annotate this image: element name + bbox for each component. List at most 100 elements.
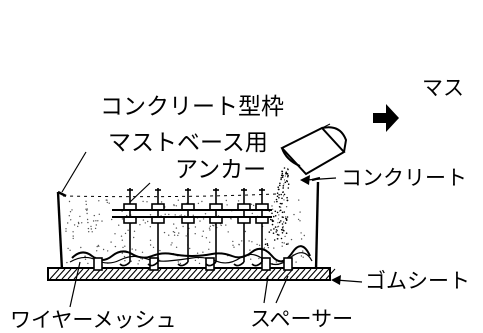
concrete-speck [170,244,172,246]
concrete-speck [87,262,89,265]
stream-edge [277,167,289,241]
concrete-speck [281,241,283,244]
concrete-speck [90,225,92,228]
leader-arrowheads [300,175,341,285]
concrete-drop [287,168,289,171]
concrete-drop [287,175,289,178]
concrete-speck [80,246,82,249]
hatch-line [157,268,168,280]
concrete-speck [226,204,228,206]
concrete-speck [92,220,95,222]
concrete-speck [300,232,302,234]
concrete-speck [107,250,109,252]
concrete-speck [98,213,101,215]
concrete-speck [237,200,240,202]
concrete-speck [90,228,93,230]
concrete-speck [142,200,144,203]
concrete-speck [208,227,211,229]
concrete-drop [280,178,282,181]
concrete-speck [85,203,88,206]
concrete-speck [238,243,240,246]
concrete-speck [66,261,68,264]
concrete-drop [278,234,280,236]
concrete-speck [227,231,229,233]
concrete-drop [274,226,277,228]
spacer-label: スペーサー [250,307,354,331]
hatch-line [235,268,246,280]
concrete-speck [220,224,222,227]
concrete-speck [192,214,194,216]
concrete-speck [85,208,87,210]
concrete-drop [280,228,283,231]
concrete-drop [283,211,286,213]
concrete-speck [299,220,301,222]
concrete-drop [282,216,284,219]
concrete-speck [258,244,261,246]
concrete-drop [281,227,284,229]
concrete-speck [173,204,175,207]
concrete-drop [276,192,279,194]
concrete-speck [209,225,212,227]
concrete-speck [248,240,250,242]
concrete-drop [286,173,289,175]
concrete-speck [101,220,103,222]
concrete-speck [180,214,182,216]
concrete-speck [252,204,255,207]
concrete-speck [178,232,180,234]
concrete-drop [271,219,274,221]
concrete-speck [244,230,247,233]
concrete-speck [142,219,145,221]
hatch-line [55,268,66,280]
concrete-speck [225,199,227,202]
concrete-speck [98,200,100,202]
concrete-speck [68,215,71,217]
concrete-speck [179,262,182,265]
concrete-speck [164,213,166,215]
hatch-line [193,268,204,280]
concrete-speck [65,230,67,232]
concrete-speck [77,221,80,224]
concrete-speck [198,262,201,265]
concrete-speck [293,213,295,216]
concrete-speck [277,225,280,228]
concrete-speck [172,231,175,233]
concrete-speck [118,224,120,226]
concrete-speck [197,202,200,205]
concrete-speck [284,216,287,218]
concrete-speck [177,261,179,263]
concrete-speck [194,259,197,262]
concrete-drop [278,221,281,224]
concrete-speck [233,246,235,248]
concrete-speck [251,212,253,215]
hatch-line [67,268,78,280]
concrete-drop [266,243,269,245]
concrete-speck [106,201,109,204]
concrete-speck [70,219,72,221]
concrete-drop [279,182,281,185]
concrete-drop [278,197,280,199]
concrete-speck [182,225,184,228]
concrete-speck [273,247,275,249]
concrete-speck [185,235,187,237]
hatch-line [109,268,120,280]
concrete-drop [276,211,279,214]
concrete-speck [149,239,152,241]
concrete-speck [297,218,300,221]
concrete-speck [250,258,252,260]
concrete-speck [65,228,67,230]
concrete-speck [94,227,97,230]
concrete-speck [72,235,74,237]
concrete-drop [287,187,290,189]
concrete-texture [65,199,305,265]
concrete-speck [86,208,89,210]
hatch-line [325,268,336,280]
concrete-drop [286,196,288,199]
concrete-speck [68,200,71,203]
concrete-drop [275,229,278,231]
concrete-speck [86,218,89,221]
concrete-drop [279,209,282,212]
concrete-drop [285,243,288,245]
concrete-speck [149,214,152,216]
concrete-speck [121,218,124,220]
wire-mesh [69,245,313,266]
